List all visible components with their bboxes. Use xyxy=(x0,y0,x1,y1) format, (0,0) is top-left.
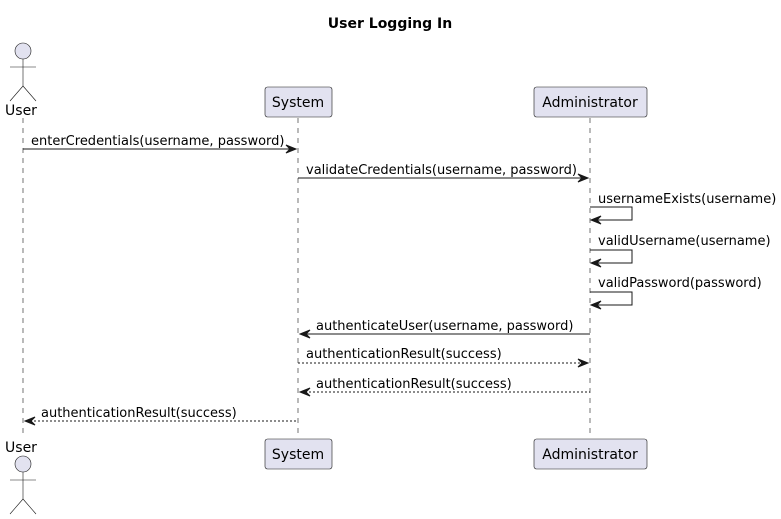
actor-user-bottom: User xyxy=(5,440,37,515)
message-label: validateCredentials(username, password) xyxy=(306,163,577,178)
message-authentication-result-3: authenticationResult(success) xyxy=(23,406,298,426)
message-label: validPassword(password) xyxy=(598,276,762,291)
message-label: validUsername(username) xyxy=(598,234,771,249)
actor-user-bottom-label: User xyxy=(5,440,37,456)
participant-system-bottom-label: System xyxy=(272,447,324,463)
message-label: enterCredentials(username, password) xyxy=(31,134,284,149)
message-authentication-result-1: authenticationResult(success) xyxy=(298,347,590,368)
message-label: authenticationResult(success) xyxy=(41,406,237,421)
diagram-title: User Logging In xyxy=(328,16,452,32)
actor-head-icon xyxy=(14,42,32,60)
message-authenticate-user: authenticateUser(username, password) xyxy=(298,319,590,339)
participant-system-bottom: System xyxy=(264,438,333,470)
participant-administrator-bottom-label: Administrator xyxy=(542,447,638,463)
message-label: authenticateUser(username, password) xyxy=(316,319,573,334)
message-label: usernameExists(username) xyxy=(598,192,776,207)
message-enter-credentials: enterCredentials(username, password) xyxy=(23,134,298,154)
message-username-exists: usernameExists(username) xyxy=(589,192,776,225)
message-validate-credentials: validateCredentials(username, password) xyxy=(298,163,590,183)
participant-administrator-top-label: Administrator xyxy=(542,95,638,111)
message-label: authenticationResult(success) xyxy=(316,377,512,392)
participant-system-top: System xyxy=(264,86,333,118)
participant-administrator-bottom: Administrator xyxy=(533,438,648,470)
actor-user-top: User xyxy=(5,42,37,119)
message-valid-password: validPassword(password) xyxy=(589,276,762,310)
actor-head-icon xyxy=(14,455,32,473)
message-label: authenticationResult(success) xyxy=(306,347,502,362)
actor-user-top-label: User xyxy=(5,103,37,119)
participant-system-top-label: System xyxy=(272,95,324,111)
participant-administrator-top: Administrator xyxy=(533,86,648,118)
message-valid-username: validUsername(username) xyxy=(589,234,771,268)
message-authentication-result-2: authenticationResult(success) xyxy=(298,377,590,397)
